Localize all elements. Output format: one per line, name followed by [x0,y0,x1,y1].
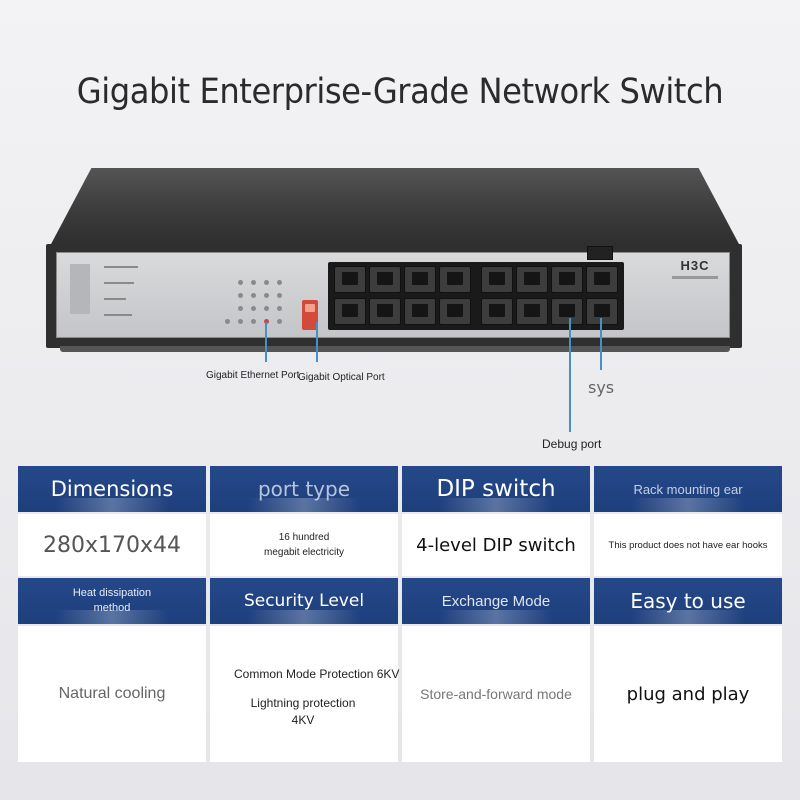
ethernet-port [586,298,618,325]
value-port-type: 16 hundred megabit electricity [210,514,398,576]
label-line [104,282,134,284]
dip-switch [302,300,318,330]
value-heat-dissipation: Natural cooling [18,626,206,762]
led-indicator [277,280,282,285]
led-indicator [238,280,243,285]
led-indicator [238,306,243,311]
page-title: Gigabit Enterprise-Grade Network Switch [76,72,724,112]
led-indicator [251,293,256,298]
callout-line-debug [569,318,571,432]
value-dip-switch: 4-level DIP switch [402,514,590,576]
value-security-level-cell [210,626,398,762]
ethernet-port [516,266,548,293]
label-line [104,298,126,300]
ethernet-port [439,266,471,293]
ethernet-port [439,298,471,325]
value-rack-mounting-ear: This product does not have ear hooks [594,514,782,576]
value-lightning-protection: Lightning protection 4KV [250,696,356,727]
value-dimensions: 280x170x44 [18,514,206,576]
value-easy-to-use: plug and play [594,626,782,762]
led-indicator-active [264,319,269,324]
ethernet-port [481,266,513,293]
led-indicator [264,306,269,311]
ethernet-port [586,266,618,293]
label-line [104,266,138,268]
led-indicator [277,293,282,298]
led-indicator [251,280,256,285]
callout-ethernet-port: Gigabit Ethernet Port [206,370,300,381]
led-indicator [251,306,256,311]
callout-optical-port: Gigabit Optical Port [298,372,385,383]
left-decal [70,264,90,314]
ethernet-port [481,298,513,325]
header-port-type: port type [210,466,398,512]
header-security-level: Security Level [210,578,398,624]
switch-base [60,346,730,352]
network-switch-image: H3C Gigabit Ethernet Port Gigabit Optica… [46,168,742,451]
header-dimensions: Dimensions [18,466,206,512]
label-line [104,314,132,316]
ethernet-port [551,266,583,293]
ethernet-port [404,298,436,325]
brand-logo: H3C [680,258,710,273]
callout-debug-port: Debug port [542,437,602,451]
led-indicator [225,319,230,324]
callout-line-ethernet [265,322,267,362]
brand-tagline [672,276,718,279]
ethernet-port [369,266,401,293]
console-port [587,246,613,260]
callout-line-sys [600,318,602,370]
header-heat-dissipation: Heat dissipation method [18,578,206,624]
led-indicator [277,319,282,324]
led-indicator [238,293,243,298]
header-rack-mounting-ear: Rack mounting ear [594,466,782,512]
callout-line-optical [316,322,318,362]
callout-sys: sys [588,378,615,397]
value-exchange-mode: Store-and-forward mode [402,626,590,762]
led-indicator [238,319,243,324]
ethernet-port [516,298,548,325]
header-dip-switch: DIP switch [402,466,590,512]
header-easy-to-use: Easy to use [594,578,782,624]
ethernet-port [551,298,583,325]
ethernet-port [334,266,366,293]
led-indicator [251,319,256,324]
ethernet-port [369,298,401,325]
value-security-level: Common Mode Protection 6KV [234,667,400,681]
ethernet-port [404,266,436,293]
switch-top-cover [50,168,740,246]
header-exchange-mode: Exchange Mode [402,578,590,624]
led-indicator [277,306,282,311]
led-indicator [264,280,269,285]
ethernet-port [334,298,366,325]
led-indicator [264,293,269,298]
